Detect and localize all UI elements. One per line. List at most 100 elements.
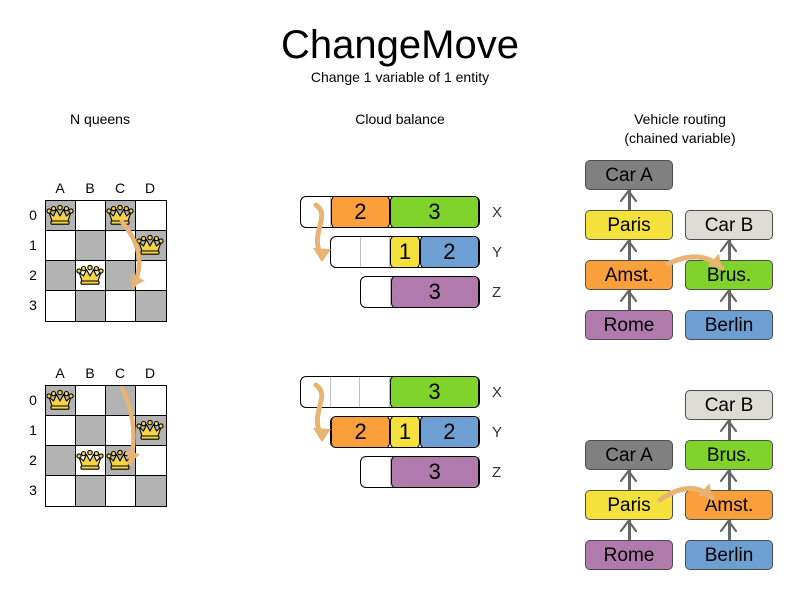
cloud-process-2[interactable]: 2 (331, 417, 391, 447)
queen-icon (106, 204, 134, 225)
chess-cell-C1[interactable] (106, 231, 136, 261)
queen-C2[interactable] (105, 445, 135, 475)
vrp-link-line (728, 420, 731, 440)
queen-icon (106, 449, 134, 470)
queen-D1[interactable] (135, 415, 165, 445)
board-row-label-3: 3 (29, 297, 37, 313)
vrp-node-rome-left[interactable]: Rome (585, 310, 673, 340)
chess-cell-C3[interactable] (106, 476, 136, 506)
board-row-label-2: 2 (29, 267, 37, 283)
board-row-label-1: 1 (29, 237, 37, 253)
chess-cell-A3[interactable] (46, 476, 76, 506)
queen-A0[interactable] (45, 200, 75, 230)
vrp-node-amst-right[interactable]: Amst. (685, 490, 773, 520)
cloud-computer-label-Z: Z (492, 464, 502, 481)
vrp-node-amst-left[interactable]: Amst. (585, 260, 673, 290)
chess-cell-C3[interactable] (106, 291, 136, 321)
vrp-node-paris-left[interactable]: Paris (585, 490, 673, 520)
section-header-cloud-balance: Cloud balance (355, 111, 445, 127)
vrp-node-cara-left[interactable]: Car A (585, 440, 673, 470)
cloud-process-1[interactable]: 1 (390, 237, 420, 267)
chess-cell-D0[interactable] (136, 386, 166, 416)
chess-cell-C0[interactable] (106, 386, 136, 416)
chess-cell-A1[interactable] (46, 231, 76, 261)
cloud-free-slot (301, 377, 331, 407)
chess-cell-B1[interactable] (76, 416, 106, 446)
chess-cell-D3[interactable] (136, 476, 166, 506)
vrp-node-brus-right[interactable]: Brus. (685, 260, 773, 290)
board-row-label-0: 0 (29, 207, 37, 223)
cloud-computer-label-Y: Y (492, 424, 503, 441)
section-header-n-queens: N queens (70, 111, 130, 127)
vrp-node-berlin-right[interactable]: Berlin (685, 310, 773, 340)
queen-icon (76, 264, 104, 285)
chess-cell-A2[interactable] (46, 446, 76, 476)
section-header-vehicle-routing: Vehicle routing (chained variable) (590, 110, 770, 148)
cloud-bar-Z[interactable]: 3 (360, 456, 480, 488)
cloud-bar-Z[interactable]: 3 (360, 276, 480, 308)
chess-cell-D3[interactable] (136, 291, 166, 321)
queen-icon (136, 419, 164, 440)
board-column-label-D: D (144, 180, 156, 196)
section-header-vrp-line2: (chained variable) (624, 130, 736, 146)
board-column-label-B: B (85, 180, 95, 196)
cloud-computer-label-X: X (492, 204, 503, 221)
cloud-process-3[interactable]: 3 (390, 457, 479, 487)
board-row-label-0: 0 (29, 392, 37, 408)
board-column-label-A: A (55, 180, 65, 196)
chess-cell-B0[interactable] (76, 386, 106, 416)
queen-D1[interactable] (135, 230, 165, 260)
cloud-process-2[interactable]: 2 (419, 417, 479, 447)
cloud-process-3[interactable]: 3 (390, 197, 479, 227)
cloud-process-2[interactable]: 2 (419, 237, 479, 267)
cloud-free-slot (361, 237, 391, 267)
cloud-process-3[interactable]: 3 (390, 277, 479, 307)
board-column-label-A: A (55, 365, 65, 381)
cloud-free-slot (360, 377, 391, 407)
chess-cell-C1[interactable] (106, 416, 136, 446)
cloud-free-slot (361, 457, 391, 487)
chess-cell-D2[interactable] (136, 446, 166, 476)
vrp-node-carb-right[interactable]: Car B (685, 390, 773, 420)
queen-icon (46, 204, 74, 225)
vrp-node-brus-right[interactable]: Brus. (685, 440, 773, 470)
queen-C0[interactable] (105, 200, 135, 230)
vrp-node-carb-right[interactable]: Car B (685, 210, 773, 240)
queen-B2[interactable] (75, 260, 105, 290)
chess-cell-D0[interactable] (136, 201, 166, 231)
cloud-process-2[interactable]: 2 (330, 197, 391, 227)
queen-A0[interactable] (45, 385, 75, 415)
vrp-link-line (628, 470, 631, 490)
cloud-process-1[interactable]: 1 (390, 417, 420, 447)
cloud-process-3[interactable]: 3 (390, 377, 479, 407)
cloud-bar-X[interactable]: 3 (300, 376, 480, 408)
page-subtitle: Change 1 variable of 1 entity (310, 69, 490, 85)
cloud-computer-label-Z: Z (492, 284, 502, 301)
chess-cell-B1[interactable] (76, 231, 106, 261)
cloud-computer-label-Y: Y (492, 244, 503, 261)
chess-cell-D2[interactable] (136, 261, 166, 291)
chess-cell-B3[interactable] (76, 291, 106, 321)
chess-cell-A3[interactable] (46, 291, 76, 321)
queen-icon (46, 389, 74, 410)
chess-cell-B3[interactable] (76, 476, 106, 506)
vrp-link-line (628, 240, 631, 260)
vrp-node-berlin-right[interactable]: Berlin (685, 540, 773, 570)
board-row-label-1: 1 (29, 422, 37, 438)
cloud-computer-label-X: X (492, 384, 503, 401)
vrp-node-paris-left[interactable]: Paris (585, 210, 673, 240)
vrp-node-rome-left[interactable]: Rome (585, 540, 673, 570)
vrp-link-line (628, 520, 631, 540)
chess-cell-B0[interactable] (76, 201, 106, 231)
queen-B2[interactable] (75, 445, 105, 475)
chess-cell-C2[interactable] (106, 261, 136, 291)
vrp-node-cara-left[interactable]: Car A (585, 160, 673, 190)
cloud-free-slot (301, 197, 331, 227)
vrp-link-line (628, 190, 631, 210)
chess-cell-A1[interactable] (46, 416, 76, 446)
vrp-link-line (728, 470, 731, 490)
chess-cell-A2[interactable] (46, 261, 76, 291)
